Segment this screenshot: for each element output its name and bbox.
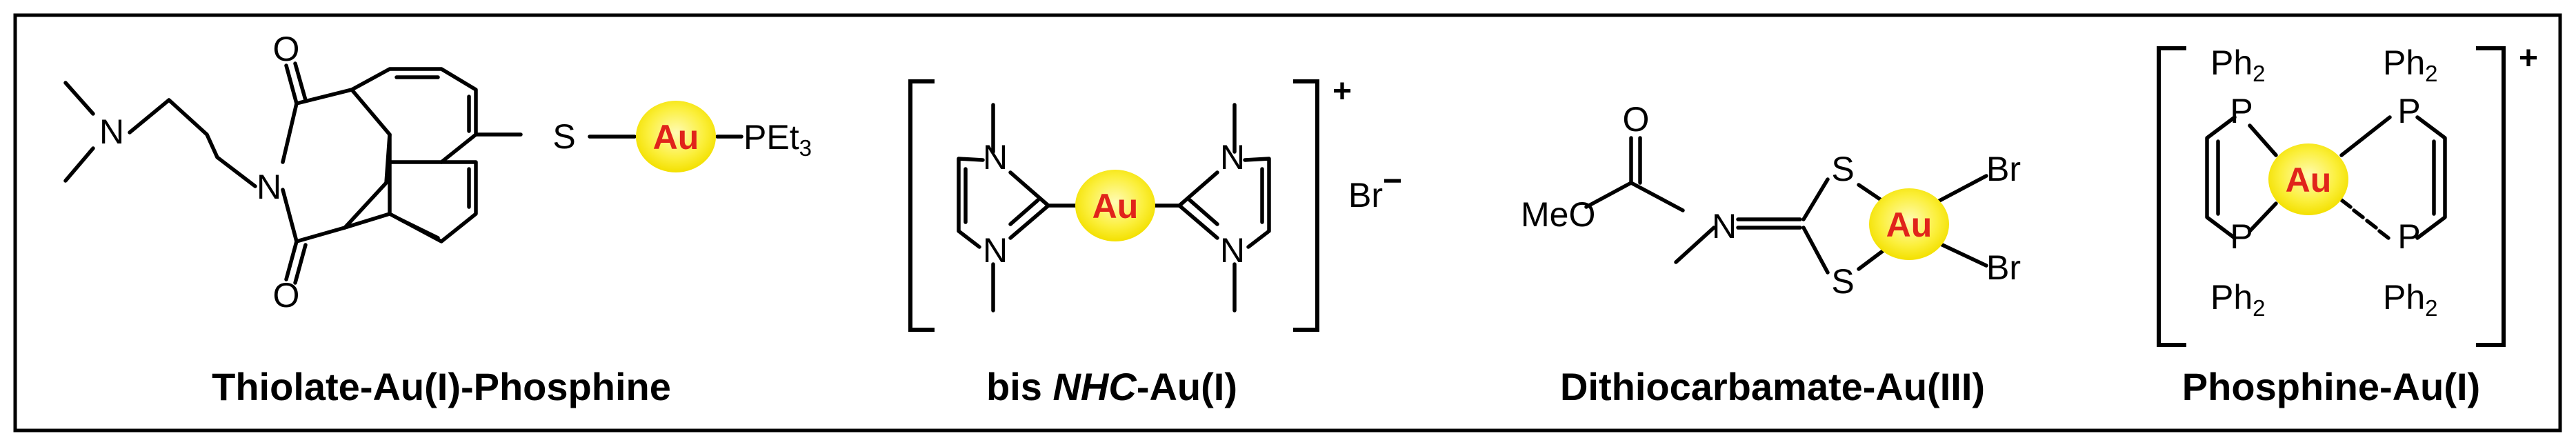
phosphorus-label-4: P [2397,217,2420,256]
nhc-n-label-2: N [983,231,1008,270]
bromine-bottom-label: Br [1986,248,2021,287]
ph2-3-main: Ph [2210,278,2253,317]
au-label-3: Au [1886,206,1933,244]
carbonyl-o-top-label: O [273,30,300,68]
nhc-n-label-1: N [983,138,1008,177]
ph2-1-sub: 2 [2253,61,2265,86]
carbonyl-o-bottom-label: O [273,276,300,315]
structure-thiolate-au-phosphine: N N O O S Au PEt3 Thiolate-Au(I)-Phosphi… [63,30,812,408]
structure-phosphine-au: P P P P Ph2 Ph2 Ph2 Ph2 Au + Phosphine-A… [2157,40,2538,408]
caption-au-i: -Au(I) [1137,365,1237,408]
charge-plus-phosphine: + [2519,40,2538,77]
amine-n-label: N [99,112,124,151]
phosphorus-label-3: P [2397,92,2420,130]
phosphorus-label-2: P [2230,217,2253,256]
charge-plus-nhc: + [1332,73,1352,110]
sulfur-label: S [552,117,575,156]
au-highlight-4 [2268,143,2348,215]
au-highlight-1 [636,101,716,172]
ph2-label-3: Ph2 [2210,278,2266,321]
bromide-text: Br [1348,176,1383,215]
bromide-charge: − [1383,163,1402,199]
sulfur-bottom-label: S [1831,262,1854,301]
ph2-4-sub: 2 [2425,295,2437,321]
sulfur-top-label: S [1831,150,1854,188]
ph2-label-1: Ph2 [2210,43,2266,86]
structure-dithiocarbamate-au: MeO O N S S Au Br Br Dithiocarbamate-Au(… [1521,100,2021,408]
nhc-n-label-3: N [1220,138,1245,177]
caption-dithiocarbamate-au: Dithiocarbamate-Au(III) [1560,365,1985,408]
ph2-2-main: Ph [2383,43,2425,82]
structure-bis-nhc-au: N N N N Au + Br− bis NHC-Au(I) [908,73,1402,408]
carbamate-n-label: N [1712,207,1737,246]
ph2-label-2: Ph2 [2383,43,2438,86]
bromide-label: Br− [1348,163,1402,215]
caption-phosphine-au: Phosphine-Au(I) [2182,365,2480,408]
imide-n-label: N [257,168,281,206]
caption-nhc: NHC [1052,365,1137,408]
au-label-1: Au [653,118,699,157]
pet3-label: PEt3 [743,118,812,161]
caption-thiolate-au-phosphine: Thiolate-Au(I)-Phosphine [212,365,671,408]
bromine-top-label: Br [1986,150,2021,188]
au-label-2: Au [1092,187,1139,226]
pet3-subscript: 3 [799,135,812,161]
ph2-2-sub: 2 [2425,61,2437,86]
ph2-label-4: Ph2 [2383,278,2438,321]
meo-label: MeO [1521,195,1595,234]
au-highlight-2 [1075,170,1155,241]
ph2-3-sub: 2 [2253,295,2265,321]
au-label-4: Au [2286,161,2332,199]
figure-frame [13,13,2562,433]
carbonyl-o-label: O [1623,100,1650,139]
ph2-4-main: Ph [2383,278,2425,317]
au-highlight-3 [1869,188,1949,260]
caption-bis: bis [986,365,1052,408]
ph2-1-main: Ph [2210,43,2253,82]
caption-bis-nhc-au: bis NHC-Au(I) [986,365,1237,408]
phosphorus-label-1: P [2230,92,2253,130]
nhc-n-label-4: N [1220,231,1245,270]
pet3-main: PEt [743,118,799,157]
